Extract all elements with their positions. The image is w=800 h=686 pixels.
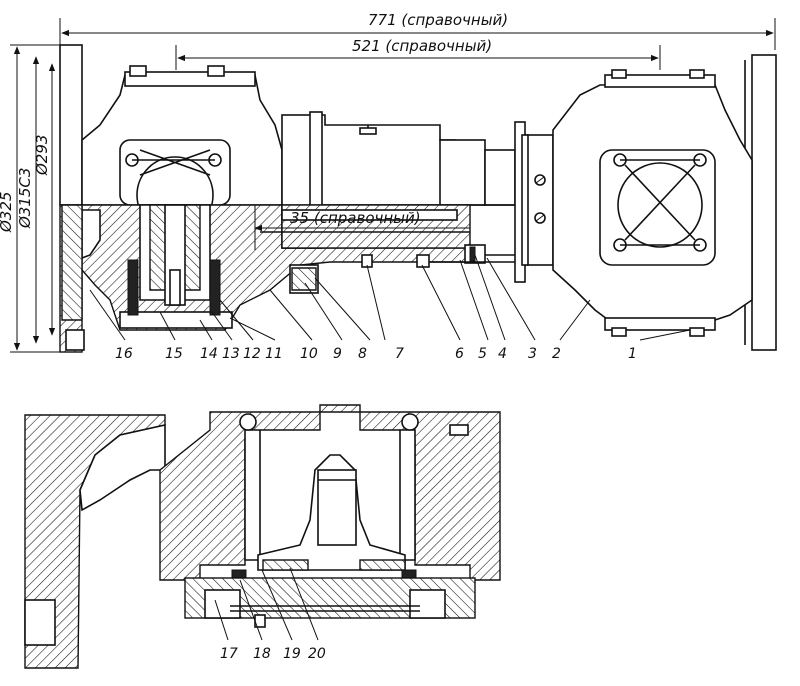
callout-19: 19 <box>283 646 301 662</box>
callout-15: 15 <box>165 346 183 362</box>
callout-9: 9 <box>333 346 342 362</box>
dimension-flange-spacing: 521 (справочный) <box>175 37 661 70</box>
dimension-flange-spacing-text: 521 (справочный) <box>352 37 492 55</box>
diameter-fit-text: Ø315С3 <box>16 168 34 229</box>
dimension-diameters: Ø325 Ø315С3 Ø293 <box>0 44 60 353</box>
dimension-overall-text: 771 (справочный) <box>368 11 508 29</box>
shaft-body <box>260 111 530 249</box>
callout-20: 20 <box>308 646 326 662</box>
callout-11: 11 <box>265 346 283 362</box>
callout-8: 8 <box>358 346 367 362</box>
callout-2: 2 <box>552 346 561 362</box>
callout-17: 17 <box>220 646 238 662</box>
dimension-offset-text: 35 (справочный) <box>290 209 421 227</box>
dimension-overall: 771 (справочный) <box>59 11 776 50</box>
callout-5: 5 <box>478 346 487 362</box>
callout-13: 13 <box>222 346 240 362</box>
callout-18: 18 <box>253 646 271 662</box>
callout-12: 12 <box>243 346 261 362</box>
callout-7: 7 <box>395 346 404 362</box>
callout-14: 14 <box>200 346 218 362</box>
callout-3: 3 <box>528 346 537 362</box>
callout-10: 10 <box>300 346 318 362</box>
callout-leaders <box>89 254 691 341</box>
callout-4: 4 <box>498 346 507 362</box>
callout-6: 6 <box>455 346 464 362</box>
callout-1: 1 <box>628 346 637 362</box>
callouts-top: 16 15 14 13 12 11 10 9 8 7 6 5 4 3 2 1 <box>115 346 637 362</box>
diameter-outer-text: Ø325 <box>0 192 15 233</box>
diameter-bolt-text: Ø293 <box>33 135 51 176</box>
spline-hub <box>514 121 554 283</box>
fittings <box>289 244 515 294</box>
callout-16: 16 <box>115 346 133 362</box>
assembly-view: 771 (справочный) 521 (справочный) Ø325 Ø… <box>0 11 777 362</box>
dimension-offset: 35 (справочный) <box>254 205 470 250</box>
detail-view: 17 18 19 20 <box>24 404 501 669</box>
right-yoke <box>552 69 753 337</box>
